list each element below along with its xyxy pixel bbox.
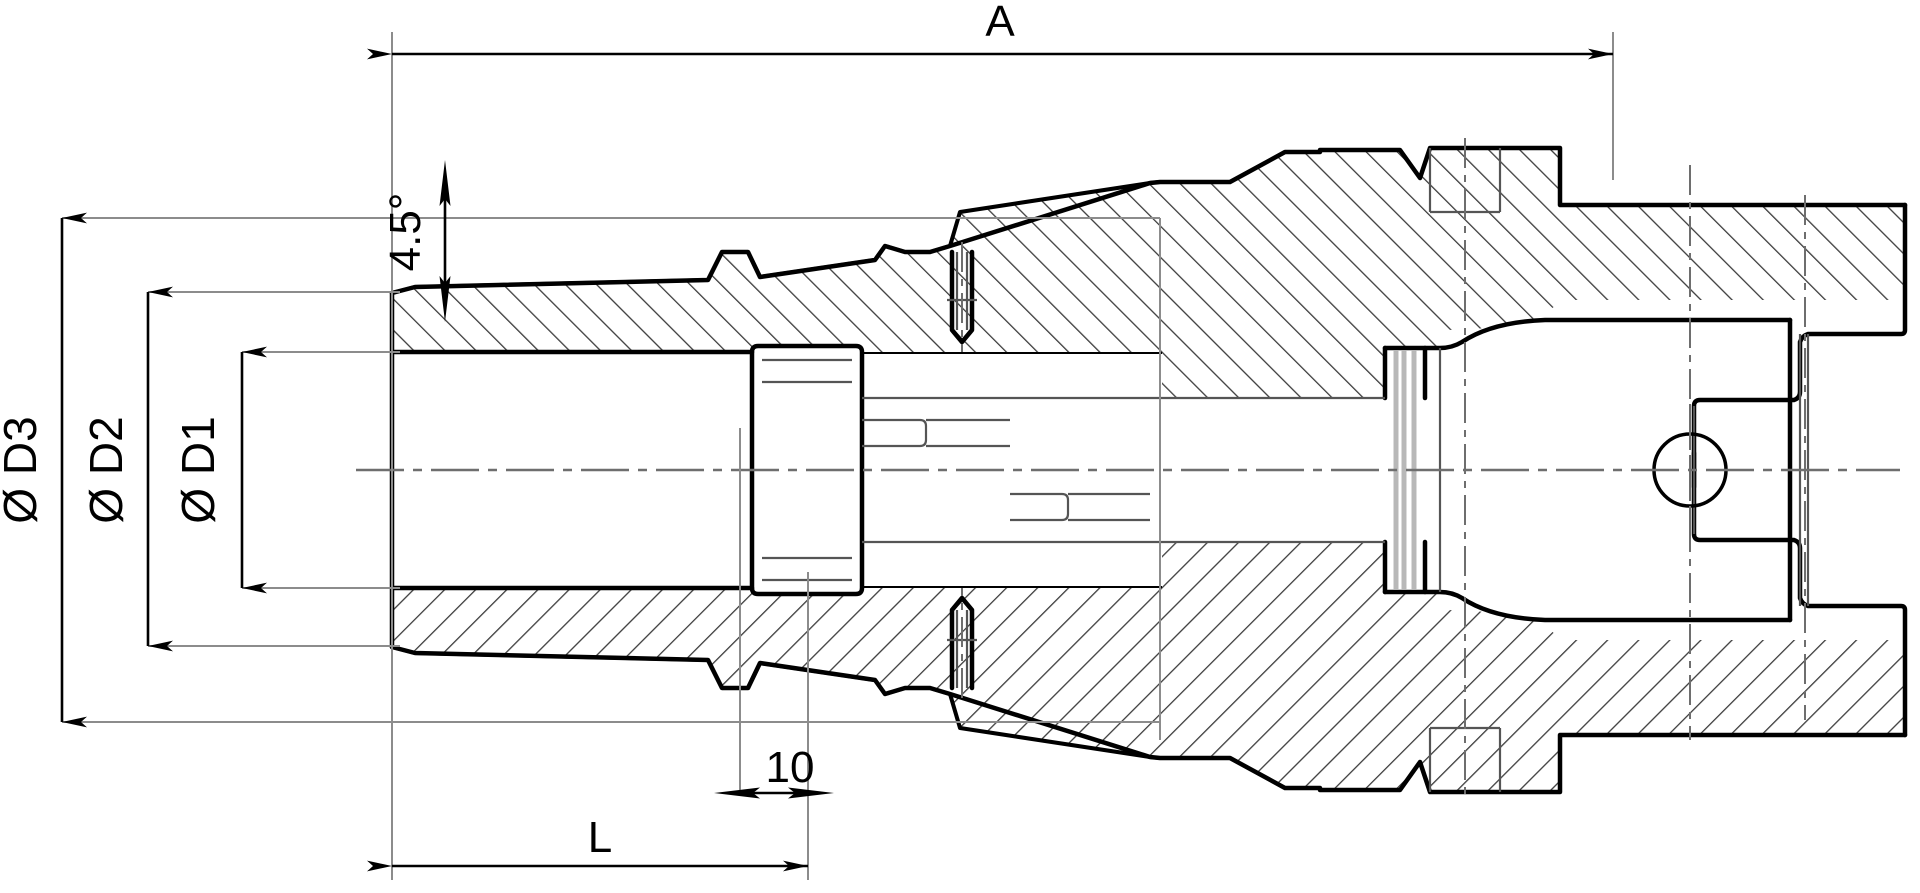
- label-D3: Ø D3: [0, 416, 46, 523]
- thread-relief-upper: [862, 418, 928, 448]
- set-screw-boss-top: [949, 249, 975, 345]
- dimension-labels: A L 10 Ø D3 Ø D2 Ø D1 4.5°: [0, 0, 1015, 862]
- arrow-angle-bottom: [439, 276, 451, 322]
- collet-pocket-box: [749, 343, 865, 597]
- feature-centre-lines: [961, 138, 1806, 800]
- hsk-inner-taper-lower: [1382, 589, 1793, 623]
- set-screw-boss-bottom: [949, 595, 975, 691]
- label-taper-angle: 4.5°: [381, 193, 430, 272]
- arrow-10-right: [788, 787, 834, 799]
- label-L: L: [588, 813, 612, 862]
- hatched-walls: [392, 148, 1908, 792]
- inward-arrowheads: [439, 160, 834, 799]
- label-10: 10: [766, 743, 815, 792]
- thread-relief-lower: [1010, 492, 1070, 522]
- label-A: A: [985, 0, 1015, 46]
- hsk-inner-taper-upper: [1382, 317, 1793, 351]
- arrow-angle-top: [439, 160, 451, 206]
- dimension-lines: [60, 48, 1613, 872]
- label-D2: Ø D2: [80, 416, 132, 523]
- thread-relief-upper-2: [926, 418, 1010, 448]
- label-D1: Ø D1: [172, 416, 224, 523]
- arrow-10-left: [714, 787, 760, 799]
- thread-relief-lower-2: [1068, 492, 1150, 522]
